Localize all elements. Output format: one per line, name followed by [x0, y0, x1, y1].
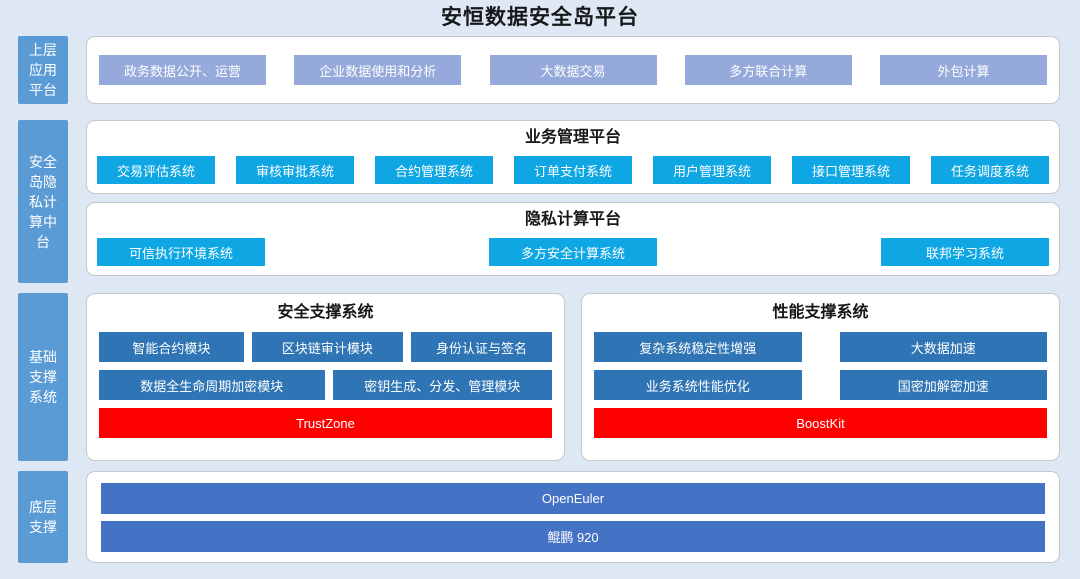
privacy-computing-card: 隐私计算平台 可信执行环境系统 多方安全计算系统 联邦学习系统: [86, 202, 1060, 276]
sec-highlight-trustzone[interactable]: TrustZone: [99, 408, 552, 438]
priv-chip-federated-learning[interactable]: 联邦学习系统: [881, 238, 1049, 266]
security-module-row-1: 智能合约模块 区块链审计模块 身份认证与签名: [99, 332, 552, 362]
priv-chip-mpc[interactable]: 多方安全计算系统: [489, 238, 657, 266]
app-chip-government-data[interactable]: 政务数据公开、运营: [99, 55, 266, 85]
perf-mod-system-stability[interactable]: 复杂系统稳定性增强: [594, 332, 802, 362]
band-bottom-support: 底层支撑 OpenEuler 鲲鹏 920: [18, 471, 1060, 563]
perf-mod-business-optimization[interactable]: 业务系统性能优化: [594, 370, 802, 400]
band-label-middle: 安全岛隐私计算中台: [18, 120, 68, 283]
perf-highlight-boostkit[interactable]: BoostKit: [594, 408, 1047, 438]
band-label-application: 上层应用平台: [18, 36, 68, 104]
business-management-title: 业务管理平台: [524, 129, 621, 146]
business-chip-row: 交易评估系统 审核审批系统 合约管理系统 订单支付系统 用户管理系统 接口管理系…: [87, 156, 1059, 184]
page-title: 安恒数据安全岛平台: [441, 6, 639, 29]
security-support-title: 安全支撑系统: [277, 304, 374, 321]
biz-chip-interface-management[interactable]: 接口管理系统: [792, 156, 910, 184]
band-base-support: 基础支撑系统 安全支撑系统 智能合约模块 区块链审计模块 身份认证与签名 数据全…: [18, 293, 1060, 461]
biz-chip-trade-evaluation[interactable]: 交易评估系统: [97, 156, 215, 184]
performance-support-title: 性能支撑系统: [772, 304, 869, 321]
application-chip-row: 政务数据公开、运营 企业数据使用和分析 大数据交易 多方联合计算 外包计算: [99, 55, 1047, 85]
band-application-platform: 上层应用平台 政务数据公开、运营 企业数据使用和分析 大数据交易 多方联合计算 …: [18, 36, 1060, 104]
band-label-bottom: 底层支撑: [18, 471, 68, 563]
privacy-chip-row: 可信执行环境系统 多方安全计算系统 联邦学习系统: [87, 238, 1059, 266]
security-module-row-2: 数据全生命周期加密模块 密钥生成、分发、管理模块: [99, 370, 552, 400]
app-chip-multiparty-computing[interactable]: 多方联合计算: [684, 55, 852, 85]
bottom-bar-kunpeng[interactable]: 鲲鹏 920: [101, 520, 1045, 552]
band-body-base: 安全支撑系统 智能合约模块 区块链审计模块 身份认证与签名 数据全生命周期加密模…: [86, 293, 1060, 461]
biz-chip-task-scheduling[interactable]: 任务调度系统: [931, 156, 1049, 184]
sec-mod-blockchain-audit[interactable]: 区块链审计模块: [251, 332, 404, 362]
bottom-support-card: OpenEuler 鲲鹏 920: [86, 471, 1060, 563]
band-body-application: 政务数据公开、运营 企业数据使用和分析 大数据交易 多方联合计算 外包计算: [86, 36, 1060, 104]
app-chip-enterprise-data[interactable]: 企业数据使用和分析: [294, 55, 462, 85]
business-management-card: 业务管理平台 交易评估系统 审核审批系统 合约管理系统 订单支付系统 用户管理系…: [86, 120, 1060, 194]
band-label-base: 基础支撑系统: [18, 293, 68, 461]
biz-chip-contract-management[interactable]: 合约管理系统: [375, 156, 493, 184]
privacy-computing-title: 隐私计算平台: [524, 211, 621, 228]
sec-mod-smart-contract[interactable]: 智能合约模块: [99, 332, 244, 362]
band-privacy-middle-platform: 安全岛隐私计算中台 业务管理平台 交易评估系统 审核审批系统 合约管理系统 订单…: [18, 120, 1060, 283]
application-card: 政务数据公开、运营 企业数据使用和分析 大数据交易 多方联合计算 外包计算: [86, 36, 1060, 104]
band-body-bottom: OpenEuler 鲲鹏 920: [86, 471, 1060, 563]
priv-chip-tee[interactable]: 可信执行环境系统: [97, 238, 265, 266]
sec-mod-identity-signature[interactable]: 身份认证与签名: [411, 332, 552, 362]
app-chip-outsourced-computing[interactable]: 外包计算: [880, 55, 1047, 85]
band-body-middle: 业务管理平台 交易评估系统 审核审批系统 合约管理系统 订单支付系统 用户管理系…: [86, 120, 1060, 283]
perf-mod-bigdata-acceleration[interactable]: 大数据加速: [839, 332, 1047, 362]
bottom-bar-openeuler[interactable]: OpenEuler: [101, 482, 1045, 514]
biz-chip-user-management[interactable]: 用户管理系统: [653, 156, 771, 184]
perf-mod-sm-crypto-acceleration[interactable]: 国密加解密加速: [839, 370, 1047, 400]
performance-support-card: 性能支撑系统 复杂系统稳定性增强 大数据加速 业务系统性能优化 国密加解密加速 …: [581, 293, 1060, 461]
performance-module-row-1: 复杂系统稳定性增强 大数据加速: [594, 332, 1047, 362]
security-support-card: 安全支撑系统 智能合约模块 区块链审计模块 身份认证与签名 数据全生命周期加密模…: [86, 293, 565, 461]
biz-chip-review-approval[interactable]: 审核审批系统: [236, 156, 354, 184]
performance-module-row-2: 业务系统性能优化 国密加解密加速: [594, 370, 1047, 400]
sec-mod-lifecycle-encryption[interactable]: 数据全生命周期加密模块: [99, 370, 325, 400]
biz-chip-order-payment[interactable]: 订单支付系统: [514, 156, 632, 184]
app-chip-bigdata-trading[interactable]: 大数据交易: [489, 55, 657, 85]
sec-mod-key-management[interactable]: 密钥生成、分发、管理模块: [332, 370, 552, 400]
